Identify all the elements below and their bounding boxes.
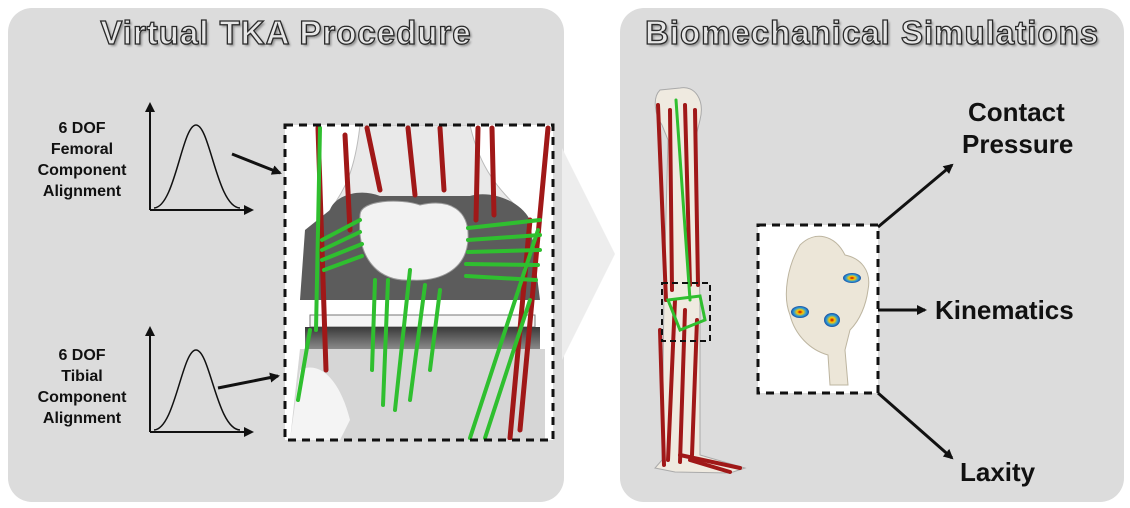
contact-model-image <box>758 225 878 393</box>
flow-chevron-icon <box>562 148 615 360</box>
tibial-arrow <box>218 376 278 388</box>
leg-model-image <box>655 88 745 473</box>
laxity-arrow <box>878 393 952 458</box>
tibial-distribution-plot <box>150 328 252 432</box>
contact-pressure-arrow <box>878 165 952 227</box>
knee-model-image <box>285 125 553 440</box>
femoral-arrow <box>232 154 280 173</box>
